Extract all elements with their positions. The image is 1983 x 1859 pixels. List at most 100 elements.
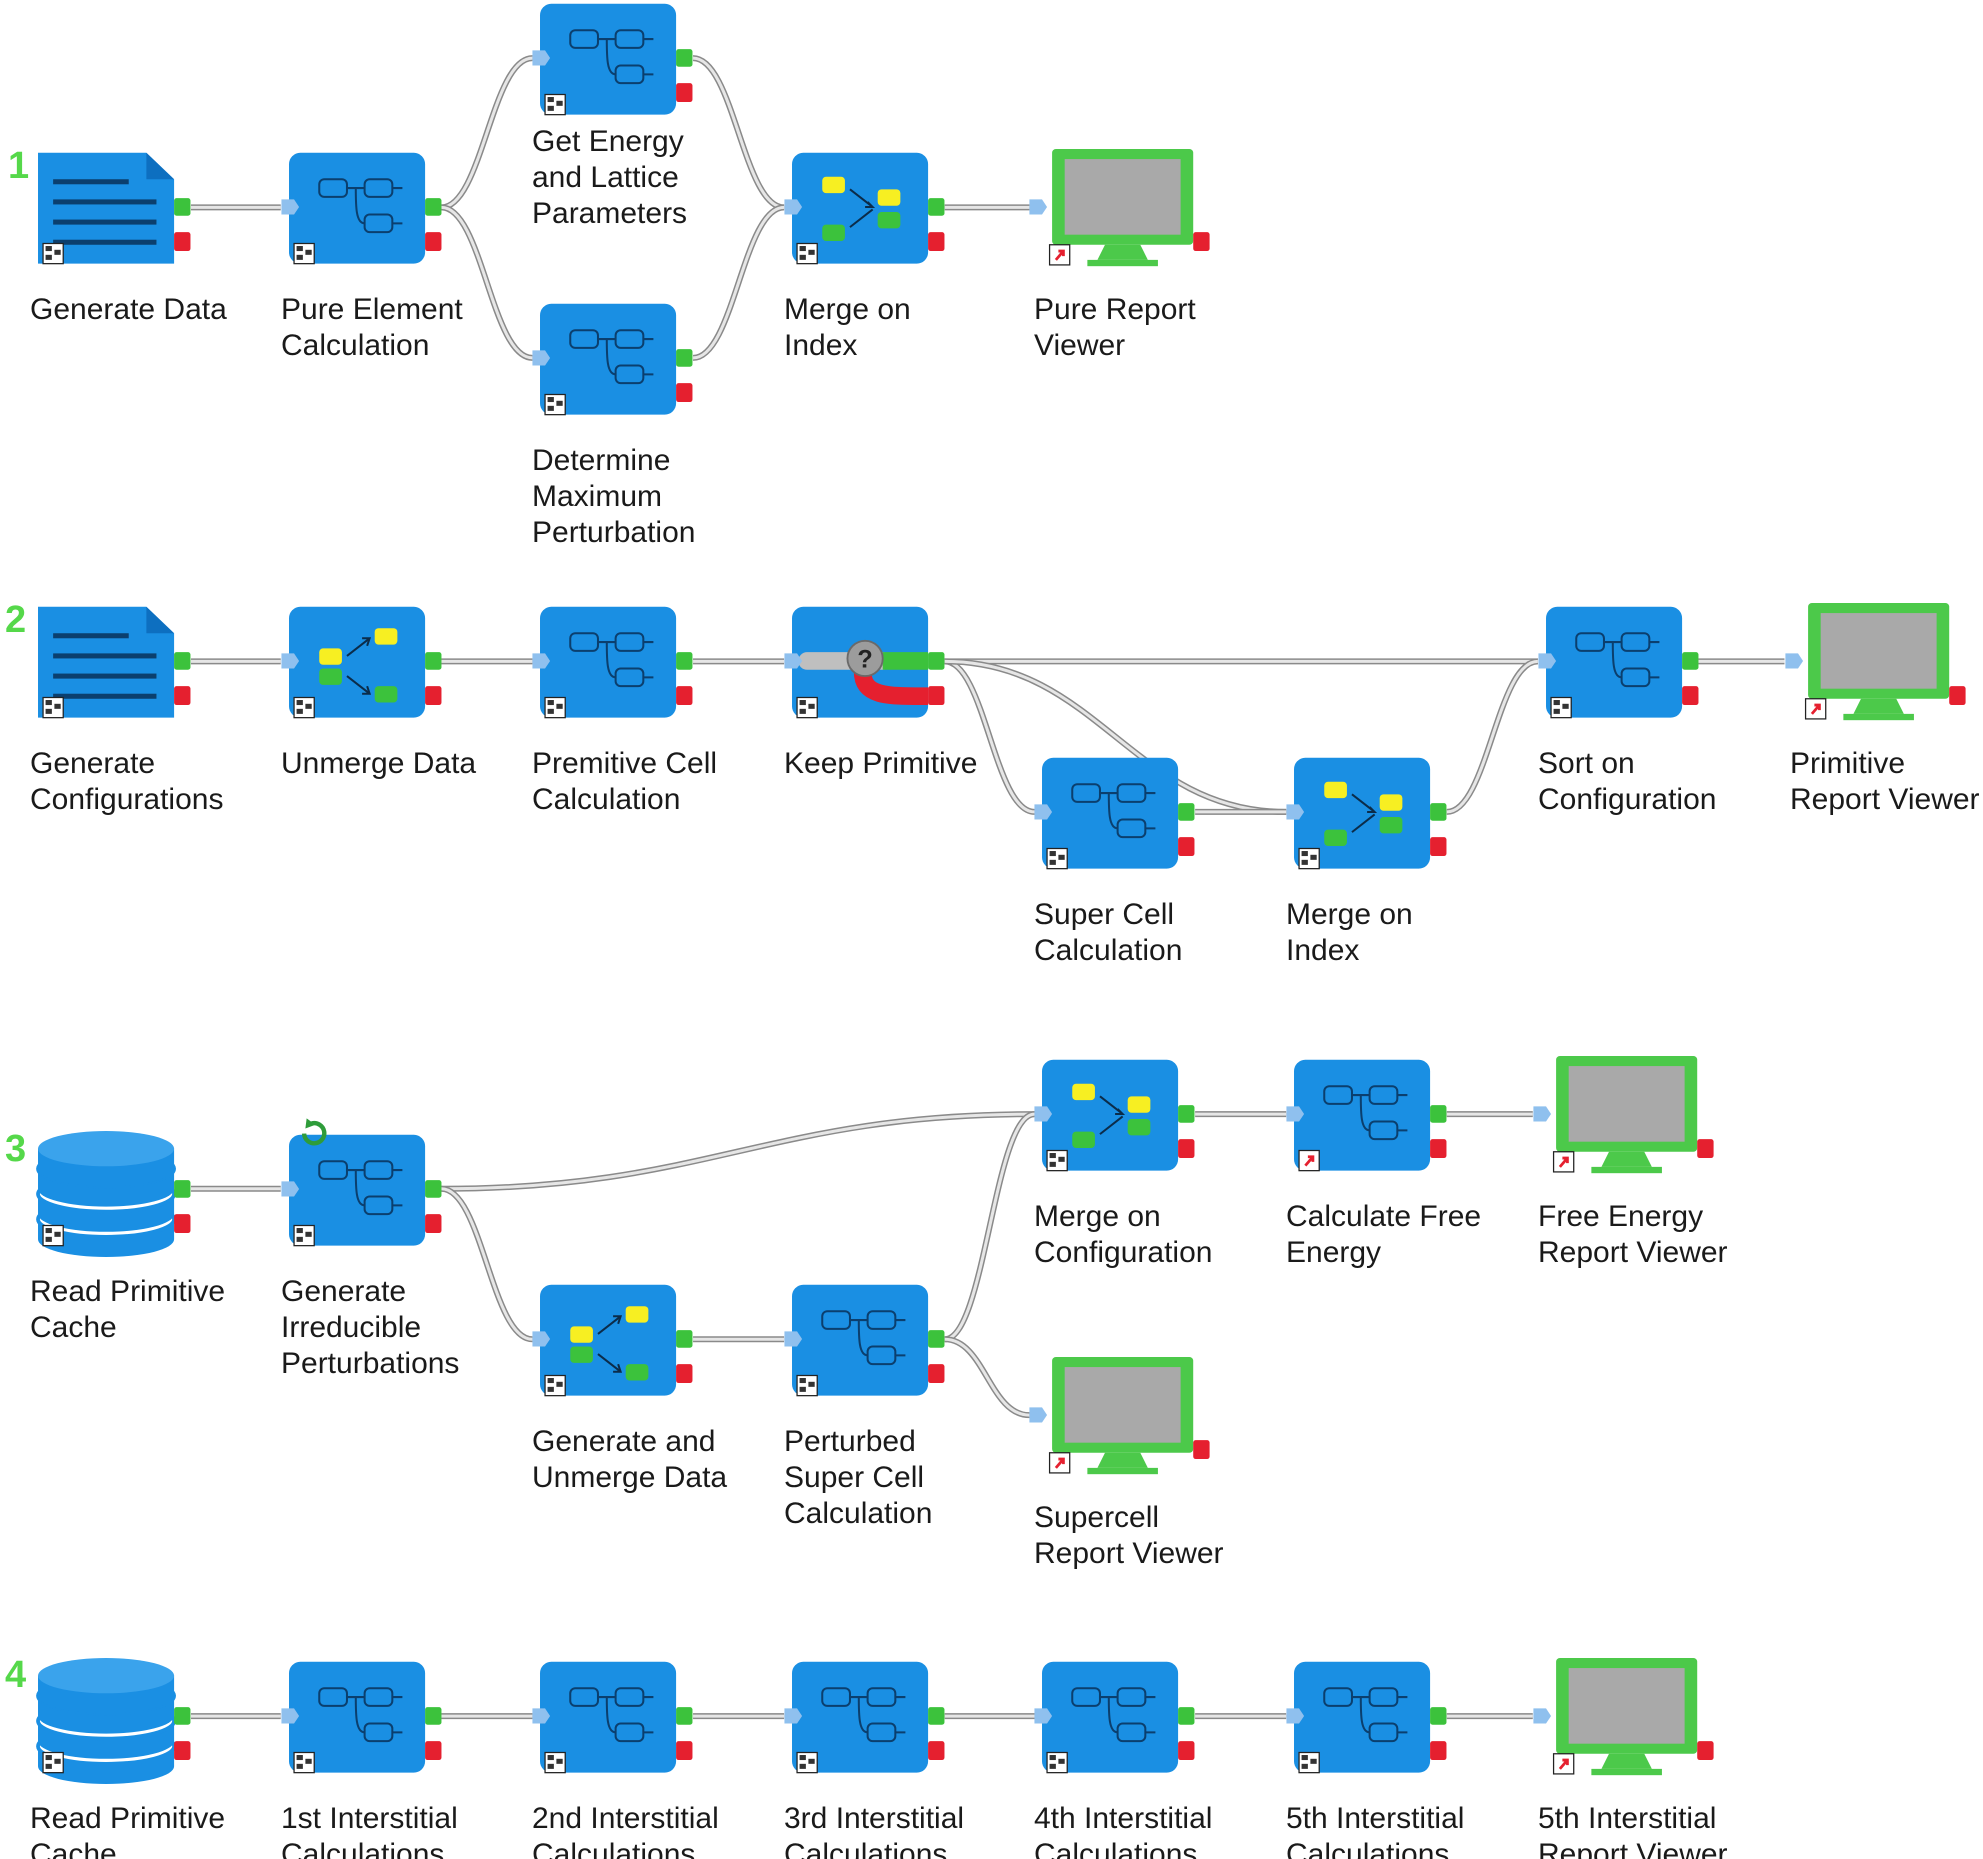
node-r4-2nd-interstitial[interactable]: 2nd Interstitial Calculations <box>532 1658 760 1859</box>
node-r4-5th-interstitial-report-viewer[interactable]: 5th Interstitial Report Viewer <box>1533 1658 1766 1859</box>
output-port[interactable] <box>676 1707 693 1725</box>
output-port[interactable] <box>425 1180 442 1198</box>
input-port[interactable] <box>532 1708 551 1724</box>
output-port[interactable] <box>174 1180 191 1198</box>
node-r2-primitive-report-viewer[interactable]: Primitive Report Viewer <box>1785 603 1983 824</box>
input-port[interactable] <box>281 1181 300 1197</box>
input-port[interactable] <box>1785 653 1804 669</box>
node-r4-5th-interstitial[interactable]: 5th Interstitial Calculations <box>1286 1658 1514 1859</box>
node-r1-get-energy-lattice[interactable]: Get Energy and Lattice Parameters <box>532 0 760 230</box>
output-port[interactable] <box>1430 803 1447 821</box>
node-r3-supercell-report-viewer[interactable]: Supercell Report Viewer <box>1029 1357 1262 1578</box>
node-r2-unmerge-data[interactable]: Unmerge Data <box>281 603 509 824</box>
input-port[interactable] <box>281 199 300 215</box>
node-r2-super-cell-calculation[interactable]: Super Cell Calculation <box>1034 754 1262 975</box>
node-r3-generate-and-unmerge-data[interactable]: Generate and Unmerge Data <box>532 1281 760 1502</box>
node-r2-keep-primitive[interactable]: ?Keep Primitive <box>784 603 1012 824</box>
error-port <box>1430 1139 1447 1159</box>
input-port[interactable] <box>1029 1407 1048 1423</box>
output-port[interactable] <box>174 198 191 216</box>
input-port[interactable] <box>532 350 551 366</box>
input-port[interactable] <box>281 653 300 669</box>
node-r1-pure-element-calculation[interactable]: Pure Element Calculation <box>281 149 509 370</box>
output-port[interactable] <box>1178 1707 1195 1725</box>
node-r3-merge-on-configuration[interactable]: Merge on Configuration <box>1034 1056 1262 1277</box>
monitor-icon <box>1029 1357 1210 1475</box>
row-number-3: 3 <box>5 1128 27 1170</box>
node-r3-free-energy-report-viewer[interactable]: Free Energy Report Viewer <box>1533 1056 1766 1277</box>
input-port[interactable] <box>281 1708 300 1724</box>
output-port[interactable] <box>425 198 442 216</box>
node-label: 5th Interstitial Report Viewer <box>1538 1802 1728 1859</box>
input-port[interactable] <box>532 1331 551 1347</box>
error-port <box>1178 1139 1195 1159</box>
node-r3-perturbed-super-cell-calculation[interactable]: Perturbed Super Cell Calculation <box>784 1281 1012 1530</box>
node-r2-premitive-cell-calculation[interactable]: Premitive Cell Calculation <box>532 603 760 824</box>
node-r1-generate-data[interactable]: Generate Data <box>30 149 258 370</box>
input-port[interactable] <box>1034 804 1053 820</box>
node-r2-generate-configurations[interactable]: Generate Configurations <box>30 603 258 824</box>
input-port[interactable] <box>1533 1106 1552 1122</box>
input-port[interactable] <box>1286 1708 1305 1724</box>
input-port[interactable] <box>532 653 551 669</box>
node-r3-generate-irreducible-perturbations[interactable]: Generate Irreducible Perturbations <box>281 1118 509 1380</box>
output-port[interactable] <box>174 652 191 670</box>
input-port[interactable] <box>784 1708 803 1724</box>
node-r2-merge-on-index[interactable]: Merge on Index <box>1286 754 1514 975</box>
output-port[interactable] <box>1682 652 1699 670</box>
error-port <box>425 686 442 706</box>
node-r4-3rd-interstitial[interactable]: 3rd Interstitial Calculations <box>784 1658 1012 1859</box>
merge-icon <box>1034 1059 1195 1172</box>
input-port[interactable] <box>1286 1106 1305 1122</box>
flowchart-icon <box>281 152 442 265</box>
output-port[interactable] <box>1430 1105 1447 1123</box>
input-port[interactable] <box>532 50 551 66</box>
output-port[interactable] <box>928 1330 945 1348</box>
input-port[interactable] <box>1029 199 1048 215</box>
output-port[interactable] <box>928 198 945 216</box>
output-port[interactable] <box>676 349 693 367</box>
input-port[interactable] <box>1538 653 1557 669</box>
document-icon <box>38 606 191 719</box>
output-port[interactable] <box>928 1707 945 1725</box>
error-port <box>174 232 191 252</box>
svg-text:?: ? <box>857 645 872 673</box>
node-r1-determine-max-perturbation[interactable]: Determine Maximum Perturbation <box>532 300 760 549</box>
input-port[interactable] <box>1034 1708 1053 1724</box>
node-r1-pure-report-viewer[interactable]: Pure Report Viewer <box>1029 149 1262 370</box>
node-r2-sort-on-configuration[interactable]: Sort on Configuration <box>1538 603 1766 824</box>
error-port <box>174 1741 191 1761</box>
input-port[interactable] <box>1034 1106 1053 1122</box>
input-port[interactable] <box>1533 1708 1552 1724</box>
output-port[interactable] <box>1178 1105 1195 1123</box>
error-port <box>1949 686 1966 706</box>
node-r1-merge-on-index[interactable]: Merge on Index <box>784 149 1012 370</box>
output-port[interactable] <box>1178 803 1195 821</box>
error-port <box>928 232 945 252</box>
node-r3-read-primitive-cache[interactable]: Read Primitive Cache <box>30 1131 258 1352</box>
error-port <box>1697 1741 1714 1761</box>
node-r4-1st-interstitial[interactable]: 1st Interstitial Calculations <box>281 1658 509 1859</box>
flowchart-icon <box>1538 606 1699 719</box>
connection <box>944 1112 1035 1341</box>
node-r3-calculate-free-energy[interactable]: Calculate Free Energy <box>1286 1056 1514 1277</box>
output-port[interactable] <box>1430 1707 1447 1725</box>
output-port[interactable] <box>174 1707 191 1725</box>
node-label: Calculate Free Energy <box>1286 1200 1482 1269</box>
node-r4-4th-interstitial[interactable]: 4th Interstitial Calculations <box>1034 1658 1262 1859</box>
output-port[interactable] <box>676 652 693 670</box>
input-port[interactable] <box>784 653 803 669</box>
input-port[interactable] <box>784 1331 803 1347</box>
output-port[interactable] <box>676 1330 693 1348</box>
input-port[interactable] <box>1286 804 1305 820</box>
unmerge-icon <box>281 606 442 719</box>
input-port[interactable] <box>784 199 803 215</box>
output-port[interactable] <box>676 49 693 67</box>
output-port[interactable] <box>425 1707 442 1725</box>
node-r4-read-primitive-cache[interactable]: Read Primitive Cache <box>30 1658 258 1859</box>
node-label: Perturbed Super Cell Calculation <box>784 1425 933 1530</box>
output-port[interactable] <box>928 652 945 670</box>
row-number-4: 4 <box>5 1654 27 1696</box>
output-port[interactable] <box>425 652 442 670</box>
error-port <box>174 1214 191 1234</box>
